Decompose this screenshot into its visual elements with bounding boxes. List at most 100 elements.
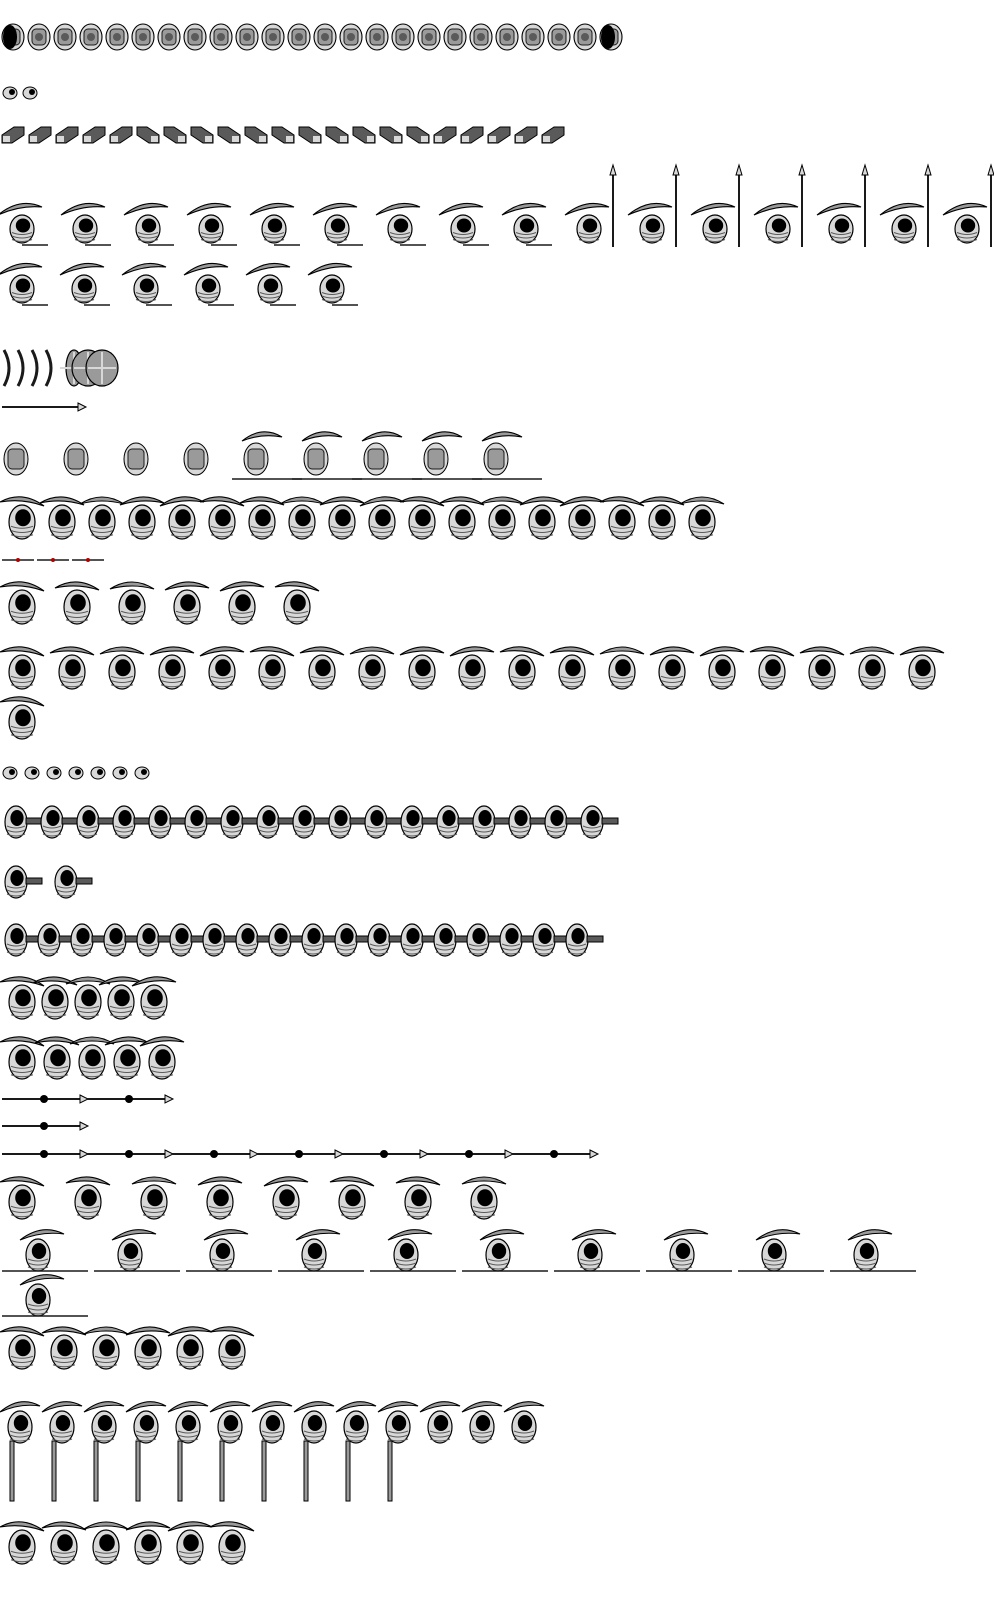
sprite-frame [105, 23, 129, 51]
sprite-frame [98, 976, 144, 1020]
sprite-frame [292, 805, 331, 839]
sprite-frame [0, 1401, 41, 1502]
sprite-frame [599, 496, 645, 540]
sprite-frame [399, 646, 445, 690]
sprite-frame [532, 923, 571, 957]
sprite-frame [0, 1326, 45, 1370]
sprite-frame [167, 1401, 209, 1502]
sprite-frame [436, 805, 475, 839]
sprite-frame [55, 126, 79, 144]
sprite-frame [131, 976, 177, 1020]
sprite-frame [639, 496, 685, 540]
sprite-frame [184, 805, 223, 839]
sprite-frame [830, 1229, 916, 1272]
sprite-frame [40, 805, 79, 839]
sprite-frame [352, 126, 376, 144]
sprite-frame [319, 496, 365, 540]
sprite-frame [541, 126, 565, 144]
sprite-frame [565, 923, 604, 957]
sprite-frame [16, 349, 25, 387]
sprite-frame [278, 1229, 364, 1272]
sprite-frame [554, 1229, 640, 1272]
sprite-frame [942, 163, 994, 247]
lance-end-row [2, 1274, 88, 1317]
sprite-frame [279, 496, 325, 540]
sprite-frame [627, 163, 680, 247]
sprite-frame [0, 262, 48, 306]
sprite-frame [512, 1149, 600, 1159]
sprite-frame [186, 1229, 272, 1272]
gun-short-row [4, 865, 93, 899]
sprite-frame [261, 23, 285, 51]
sprite-frame [190, 126, 214, 144]
sprite-frame [104, 1036, 150, 1080]
sprite-frame [24, 766, 40, 780]
sprite-frame [298, 126, 322, 144]
sprite-frame [2, 402, 88, 412]
sprite-frame [79, 23, 103, 51]
sprite-frame [406, 126, 430, 144]
sprite-frame [220, 805, 259, 839]
small-row [2, 86, 38, 100]
sprite-frame [183, 442, 209, 476]
sprite-frame [249, 646, 295, 690]
gun-row [4, 805, 619, 839]
sprite-frame [37, 923, 76, 957]
sprite-frame [400, 805, 439, 839]
sprite-frame [217, 126, 241, 144]
sprite-frame [90, 766, 106, 780]
sprite-frame [39, 496, 85, 540]
sprite-frame [419, 1401, 461, 1444]
sprite-frame [131, 1176, 177, 1220]
sprite-frame [70, 923, 109, 957]
sprite-frame [292, 431, 362, 480]
sprite-frame [367, 923, 406, 957]
sprite-frame [53, 23, 77, 51]
sprite-frame [487, 126, 511, 144]
sprite-frame [547, 23, 571, 51]
sprite-frame [461, 1401, 503, 1444]
sprite-frame [209, 1326, 255, 1370]
staff-single-row [2, 1121, 90, 1131]
sprite-frame [163, 126, 187, 144]
sprite-frame [263, 1176, 309, 1220]
sprite-frame [121, 262, 172, 306]
sprite-frame [370, 1229, 456, 1272]
sprite-frame [2, 349, 11, 387]
sprite-frame [649, 646, 695, 690]
sprite-frame [364, 805, 403, 839]
sprite-frame [30, 349, 39, 387]
sprite-frame [439, 496, 485, 540]
sprite-frame [83, 1326, 129, 1370]
sprite-frame [519, 496, 565, 540]
sprite-frame [245, 262, 296, 306]
sprite-frame [690, 163, 743, 247]
sprite-frame [4, 865, 43, 899]
sprite-frame [112, 805, 151, 839]
sprite-frame [99, 646, 145, 690]
sprite-frame [417, 23, 441, 51]
sprite-frame [395, 1176, 441, 1220]
sprite-frame [69, 1036, 115, 1080]
sprite-frame [49, 646, 95, 690]
sprite-frame [2, 1149, 90, 1159]
sprite-frame [4, 923, 43, 957]
sprite-frame [412, 431, 482, 480]
sprite-frame [293, 1401, 335, 1502]
sprite-frame [131, 23, 155, 51]
sprite-frame [461, 1176, 507, 1220]
sprite-frame [0, 202, 48, 246]
spear-throw-row [0, 262, 358, 306]
sprite-frame [646, 1229, 732, 1272]
sprite-frame [799, 646, 845, 690]
spear-raise-row [0, 163, 994, 247]
sprite-frame [41, 1326, 87, 1370]
sprite-frame [0, 976, 45, 1020]
sprite-frame [2, 766, 18, 780]
sprite-frame [274, 581, 320, 625]
sprite-frame [257, 1149, 345, 1159]
sprite-frame [76, 805, 115, 839]
sprite-frame [472, 805, 511, 839]
sprite-frame [54, 865, 93, 899]
sprite-frame [335, 1401, 377, 1502]
